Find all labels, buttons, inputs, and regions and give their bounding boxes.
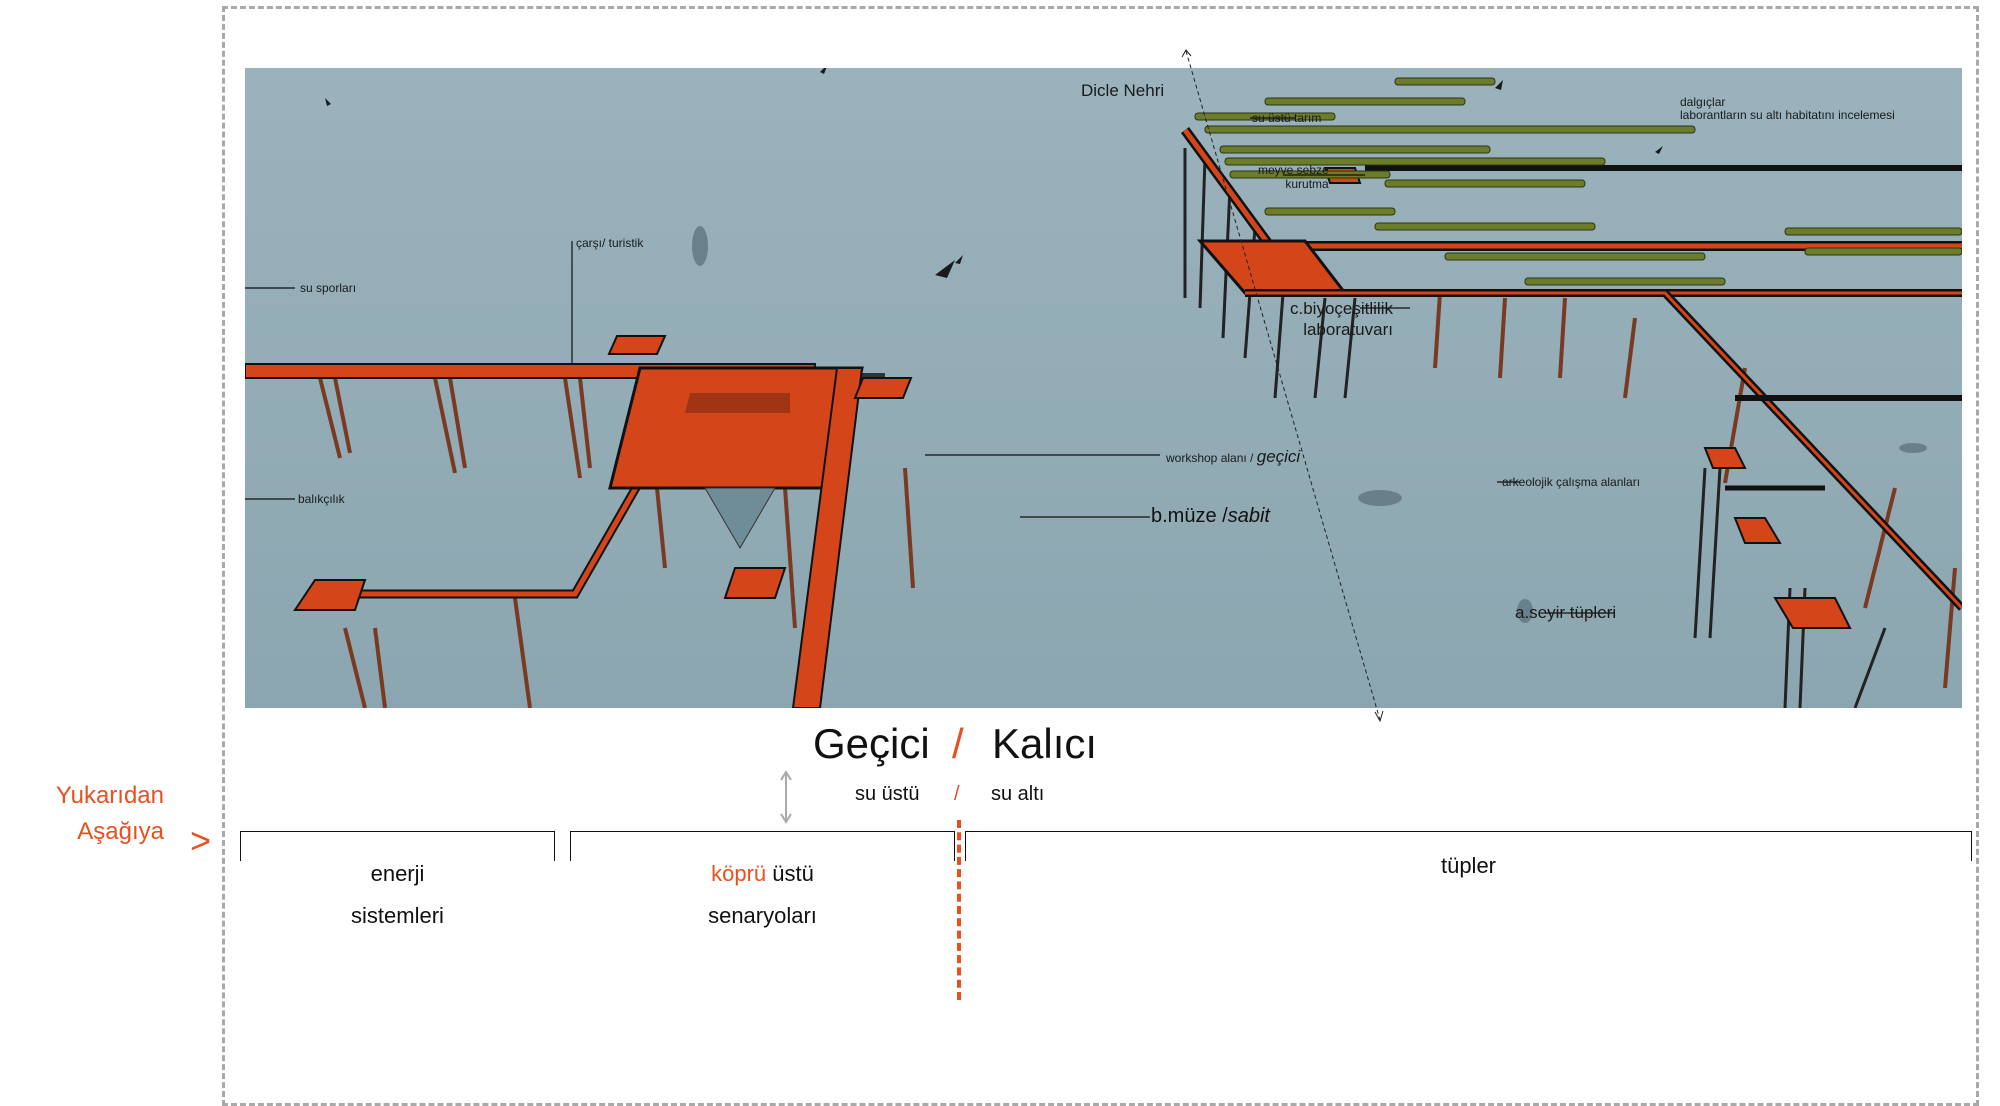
- label-workshop: workshop alanı / geçici: [1166, 447, 1301, 466]
- heading-temporary: Geçici: [813, 720, 930, 767]
- bridge-walkways: [245, 127, 1962, 708]
- label-archaeology: arkeolojik çalışma alanları: [1502, 475, 1641, 489]
- bracket-energy: [240, 831, 555, 861]
- river-direction-arrow: [1181, 49, 1384, 723]
- heading-permanent: Kalıcı: [992, 720, 1098, 767]
- bracket-bridge: [570, 831, 955, 861]
- label-viewing-tubes: a.seyir tüpleri: [1515, 603, 1617, 622]
- bridge-illustration: [245, 68, 1962, 708]
- sub-underwater: su altı: [991, 783, 1045, 805]
- river-label: Dicle Nehri: [1081, 81, 1165, 100]
- label-museum: b.müze /sabit: [1151, 505, 1270, 527]
- label-water-sports: su sporları: [300, 281, 357, 295]
- category-bridge-scenarios: köprü üstü senaryoları: [708, 861, 817, 928]
- category-tubes: tüpler: [1440, 853, 1497, 878]
- heading-separator: /: [952, 720, 964, 767]
- sub-above-water: su üstü: [855, 783, 920, 805]
- sub-separator: /: [954, 783, 960, 805]
- chevron-right-icon: >: [190, 820, 212, 861]
- label-bazaar: çarşı/ turistik: [576, 236, 644, 250]
- leader-lines: [245, 117, 1615, 614]
- label-fishing: balıkçılık: [298, 492, 345, 506]
- birds: [325, 68, 1663, 278]
- double-arrow-icon: [780, 770, 792, 824]
- diver-silhouettes: [692, 226, 1927, 623]
- bracket-tubes: [965, 831, 1972, 861]
- divider-line: [957, 820, 961, 1000]
- label-farming: su üstü tarım: [1252, 111, 1322, 125]
